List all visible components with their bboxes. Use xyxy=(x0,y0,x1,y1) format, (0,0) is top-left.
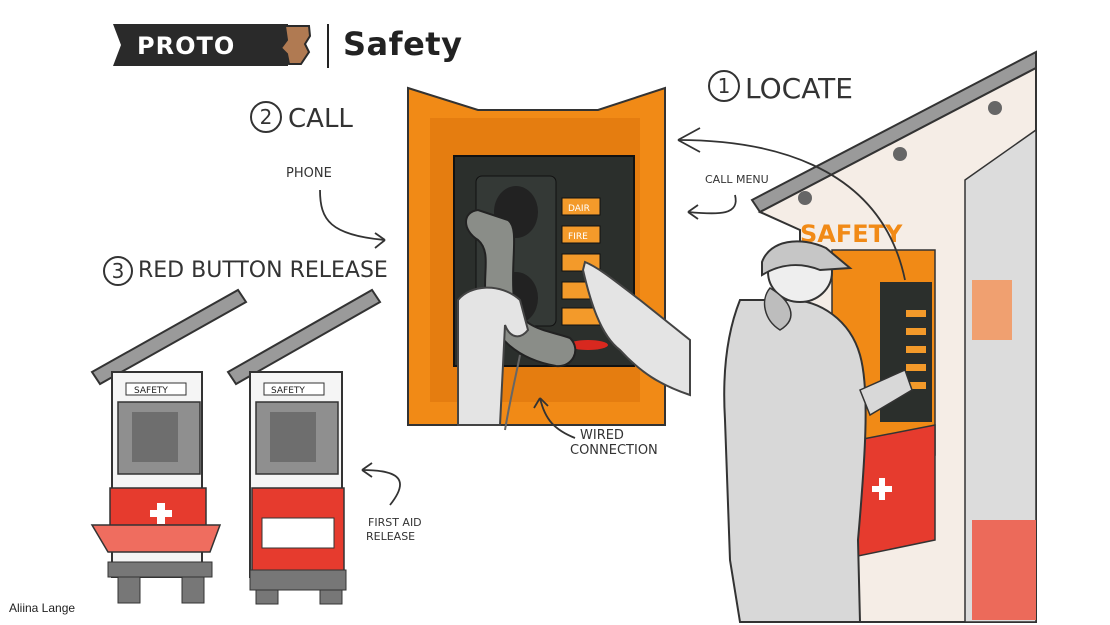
kiosk-label-right: SAFETY xyxy=(271,386,305,396)
kiosk-label-left: SAFETY xyxy=(134,386,168,396)
header-divider xyxy=(327,24,329,68)
kiosk-open-illustration: SAFETY xyxy=(90,288,248,604)
step-3-label: RED BUTTON RELEASE xyxy=(138,258,388,283)
annotation-phone: PHONE xyxy=(286,166,332,181)
annotation-wired-2: CONNECTION xyxy=(570,443,658,458)
call-menu-buttons: DAIR FIRE xyxy=(561,197,601,326)
step-1-number: 1 xyxy=(708,70,740,102)
page-title: Safety xyxy=(343,25,463,63)
author-credit: Aliina Lange xyxy=(9,601,76,615)
booth-safety-sign: SAFETY xyxy=(800,220,903,248)
step-2-label: CALL xyxy=(288,104,353,134)
logo-text: PROTO xyxy=(137,32,235,60)
proto-logo: PROTO xyxy=(113,24,311,66)
kiosk-first-aid-illustration: SAFETY xyxy=(226,288,382,605)
phone-panel-illustration: DAIR FIRE xyxy=(407,86,691,431)
annotation-call-menu: CALL MENU xyxy=(705,173,769,186)
annotation-arrows xyxy=(319,127,906,506)
annotation-wired-1: WIRED xyxy=(580,428,624,443)
step-2-number: 2 xyxy=(250,101,282,133)
annotation-first-aid-2: RELEASE xyxy=(366,530,416,543)
button-label-2: FIRE xyxy=(568,232,588,242)
safety-booth-illustration: SAFETY xyxy=(723,50,1037,623)
step-1-label: LOCATE xyxy=(745,72,853,105)
annotation-first-aid-1: FIRST AID xyxy=(368,516,422,529)
step-3-number: 3 xyxy=(103,256,133,286)
button-label-1: DAIR xyxy=(568,204,590,214)
